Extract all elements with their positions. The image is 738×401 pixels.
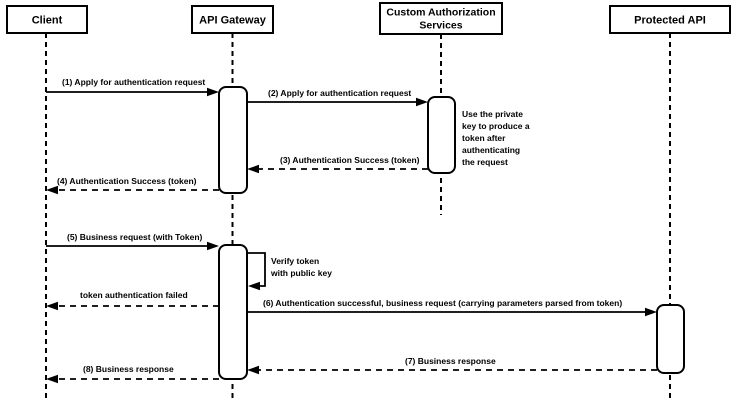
message-2-label: (2) Apply for authentication request	[268, 88, 411, 98]
participant-protected-api: Protected API	[609, 5, 731, 34]
activation-api-gateway-auth	[218, 86, 248, 194]
message-8-business-response: (8) Business response	[46, 364, 219, 384]
message-5-business-request: (5) Business request (with Token)	[46, 232, 219, 251]
note-line-3: token after	[462, 133, 506, 143]
message-failed-label: token authentication failed	[80, 290, 188, 300]
message-1-label: (1) Apply for authentication request	[62, 77, 205, 87]
participant-custom-authorization-services-label-line1: Custom Authorization	[386, 7, 495, 19]
participant-api-gateway: API Gateway	[191, 5, 274, 34]
participant-api-gateway-label: API Gateway	[199, 15, 267, 27]
note-private-key: Use the private key to produce a token a…	[462, 109, 530, 167]
message-3-label: (3) Authentication Success (token)	[280, 155, 420, 165]
participant-custom-authorization-services-label-line2: Services	[419, 20, 462, 32]
note-line-2: key to produce a	[462, 121, 530, 131]
message-6-arrowhead-icon	[645, 307, 657, 317]
participant-custom-authorization-services: Custom Authorization Services	[379, 2, 503, 35]
self-message-arrowhead-icon	[248, 281, 260, 291]
message-2-apply-authentication: (2) Apply for authentication request	[247, 88, 428, 107]
activation-api-gateway-business	[218, 244, 248, 380]
message-3-authentication-success: (3) Authentication Success (token)	[247, 155, 428, 174]
participant-custom-authorization-services-box	[379, 2, 503, 35]
self-message-verify-token: Verify token with public key	[247, 252, 332, 291]
participant-client: Client	[6, 5, 88, 34]
message-5-label: (5) Business request (with Token)	[67, 232, 203, 242]
participant-client-label: Client	[32, 15, 63, 27]
participant-client-box	[6, 5, 88, 34]
participant-protected-api-box	[609, 5, 731, 34]
self-message-label-line1: Verify token	[271, 256, 319, 266]
activation-protected-api	[656, 304, 685, 374]
note-line-1: Use the private	[462, 109, 523, 119]
message-7-business-response: (7) Business response	[247, 356, 657, 375]
message-3-arrowhead-icon	[247, 164, 259, 174]
self-message-loop-line	[247, 252, 266, 287]
message-token-authentication-failed: token authentication failed	[46, 290, 219, 311]
message-7-arrowhead-icon	[247, 365, 259, 375]
note-line-4: authenticating	[462, 145, 520, 155]
message-8-label: (8) Business response	[83, 364, 174, 374]
message-6-business-request-forward: (6) Authentication successful, business …	[247, 298, 657, 317]
message-1-arrowhead-icon	[207, 87, 219, 97]
message-4-label: (4) Authentication Success (token)	[57, 176, 197, 186]
participant-protected-api-label: Protected API	[634, 15, 706, 27]
activation-custom-authorization-services	[427, 96, 456, 174]
message-7-label: (7) Business response	[405, 356, 496, 366]
participant-api-gateway-box	[191, 5, 274, 34]
message-4-arrowhead-icon	[46, 185, 58, 195]
message-4-authentication-success: (4) Authentication Success (token)	[46, 176, 219, 195]
note-line-5: the request	[462, 157, 508, 167]
message-6-label: (6) Authentication successful, business …	[263, 298, 622, 308]
self-message-label-line2: with public key	[270, 268, 332, 278]
message-1-apply-authentication: (1) Apply for authentication request	[46, 77, 219, 97]
message-5-arrowhead-icon	[207, 241, 219, 251]
message-2-arrowhead-icon	[416, 97, 428, 107]
message-8-arrowhead-icon	[46, 374, 58, 384]
message-failed-arrowhead-icon	[46, 301, 58, 311]
